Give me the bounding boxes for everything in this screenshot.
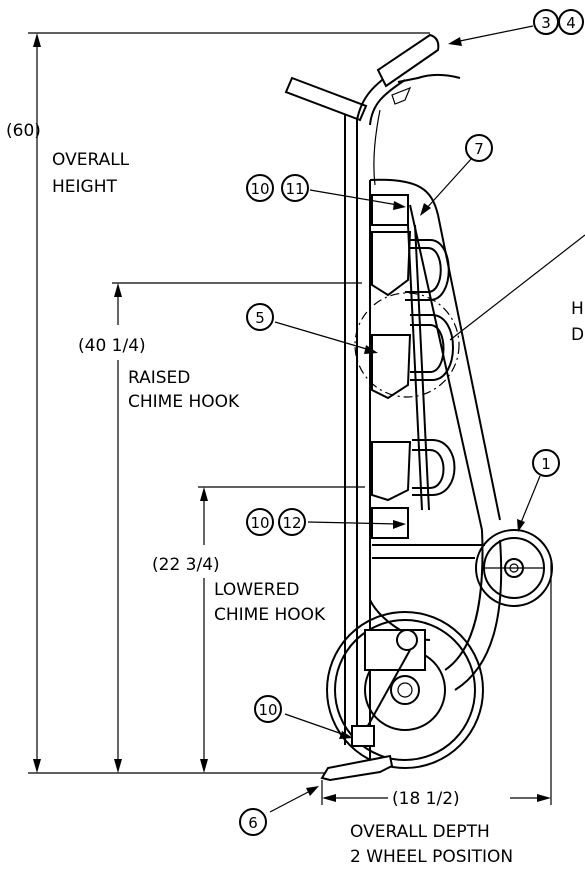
hand-truck-frame xyxy=(284,33,503,770)
item-balloon-10-lower: 10 xyxy=(254,695,282,723)
svg-text:1: 1 xyxy=(541,455,551,473)
overall-height-label-1: OVERALL xyxy=(52,150,130,170)
overall-height-dimension: (60) OVERALL HEIGHT xyxy=(6,32,430,774)
lowered-chime-hook-label-2: CHIME HOOK xyxy=(214,605,326,625)
svg-text:3: 3 xyxy=(541,14,551,32)
lowered-chime-hook-dimension: (22 3/4) LOWERED CHIME HOOK xyxy=(152,486,365,773)
item-balloon-5: 5 xyxy=(246,303,274,331)
item-balloon-6: 6 xyxy=(239,808,267,836)
raised-chime-hook-value: (40 1/4) xyxy=(78,336,146,356)
overall-depth-dimension: (18 1/2) OVERALL DEPTH 2 WHEEL POSITION xyxy=(321,560,552,867)
overall-height-value: (60) xyxy=(6,121,41,141)
svg-text:10: 10 xyxy=(250,514,269,532)
item-balloon-4: 4 xyxy=(558,9,584,35)
detail-callout-line-1: H xyxy=(571,299,584,319)
item-balloon-12: 12 xyxy=(278,508,306,536)
svg-text:11: 11 xyxy=(285,180,304,198)
raised-chime-hook-label-1: RAISED xyxy=(128,368,190,388)
svg-text:7: 7 xyxy=(474,140,484,158)
svg-text:4: 4 xyxy=(566,14,576,32)
leader-lines xyxy=(269,25,585,813)
toe-plate xyxy=(320,754,394,782)
main-wheel xyxy=(326,611,484,769)
svg-text:5: 5 xyxy=(255,309,265,327)
item-balloon-10-upper: 10 xyxy=(246,174,274,202)
rear-caster-wheel xyxy=(475,529,553,607)
raised-chime-hook-dimension: (40 1/4) RAISED CHIME HOOK xyxy=(78,282,362,773)
overall-height-label-2: HEIGHT xyxy=(52,177,117,197)
overall-depth-label-1: OVERALL DEPTH xyxy=(350,822,490,842)
raised-chime-hook-label-2: CHIME HOOK xyxy=(128,392,240,412)
overall-depth-value: (18 1/2) xyxy=(392,789,460,809)
item-balloon-11: 11 xyxy=(281,174,309,202)
svg-text:10: 10 xyxy=(258,701,277,719)
svg-text:12: 12 xyxy=(282,514,301,532)
item-balloon-10-middle: 10 xyxy=(246,508,274,536)
item-balloon-7: 7 xyxy=(465,134,493,162)
overall-depth-label-2: 2 WHEEL POSITION xyxy=(350,847,513,867)
lowered-chime-hook-value: (22 3/4) xyxy=(152,555,220,575)
item-balloon-1: 1 xyxy=(532,449,560,477)
lowered-chime-hook-label-1: LOWERED xyxy=(214,580,299,600)
detail-callout-line-2: D xyxy=(571,325,584,345)
item-balloon-3: 3 xyxy=(533,9,559,35)
svg-text:6: 6 xyxy=(248,814,258,832)
svg-text:10: 10 xyxy=(250,180,269,198)
